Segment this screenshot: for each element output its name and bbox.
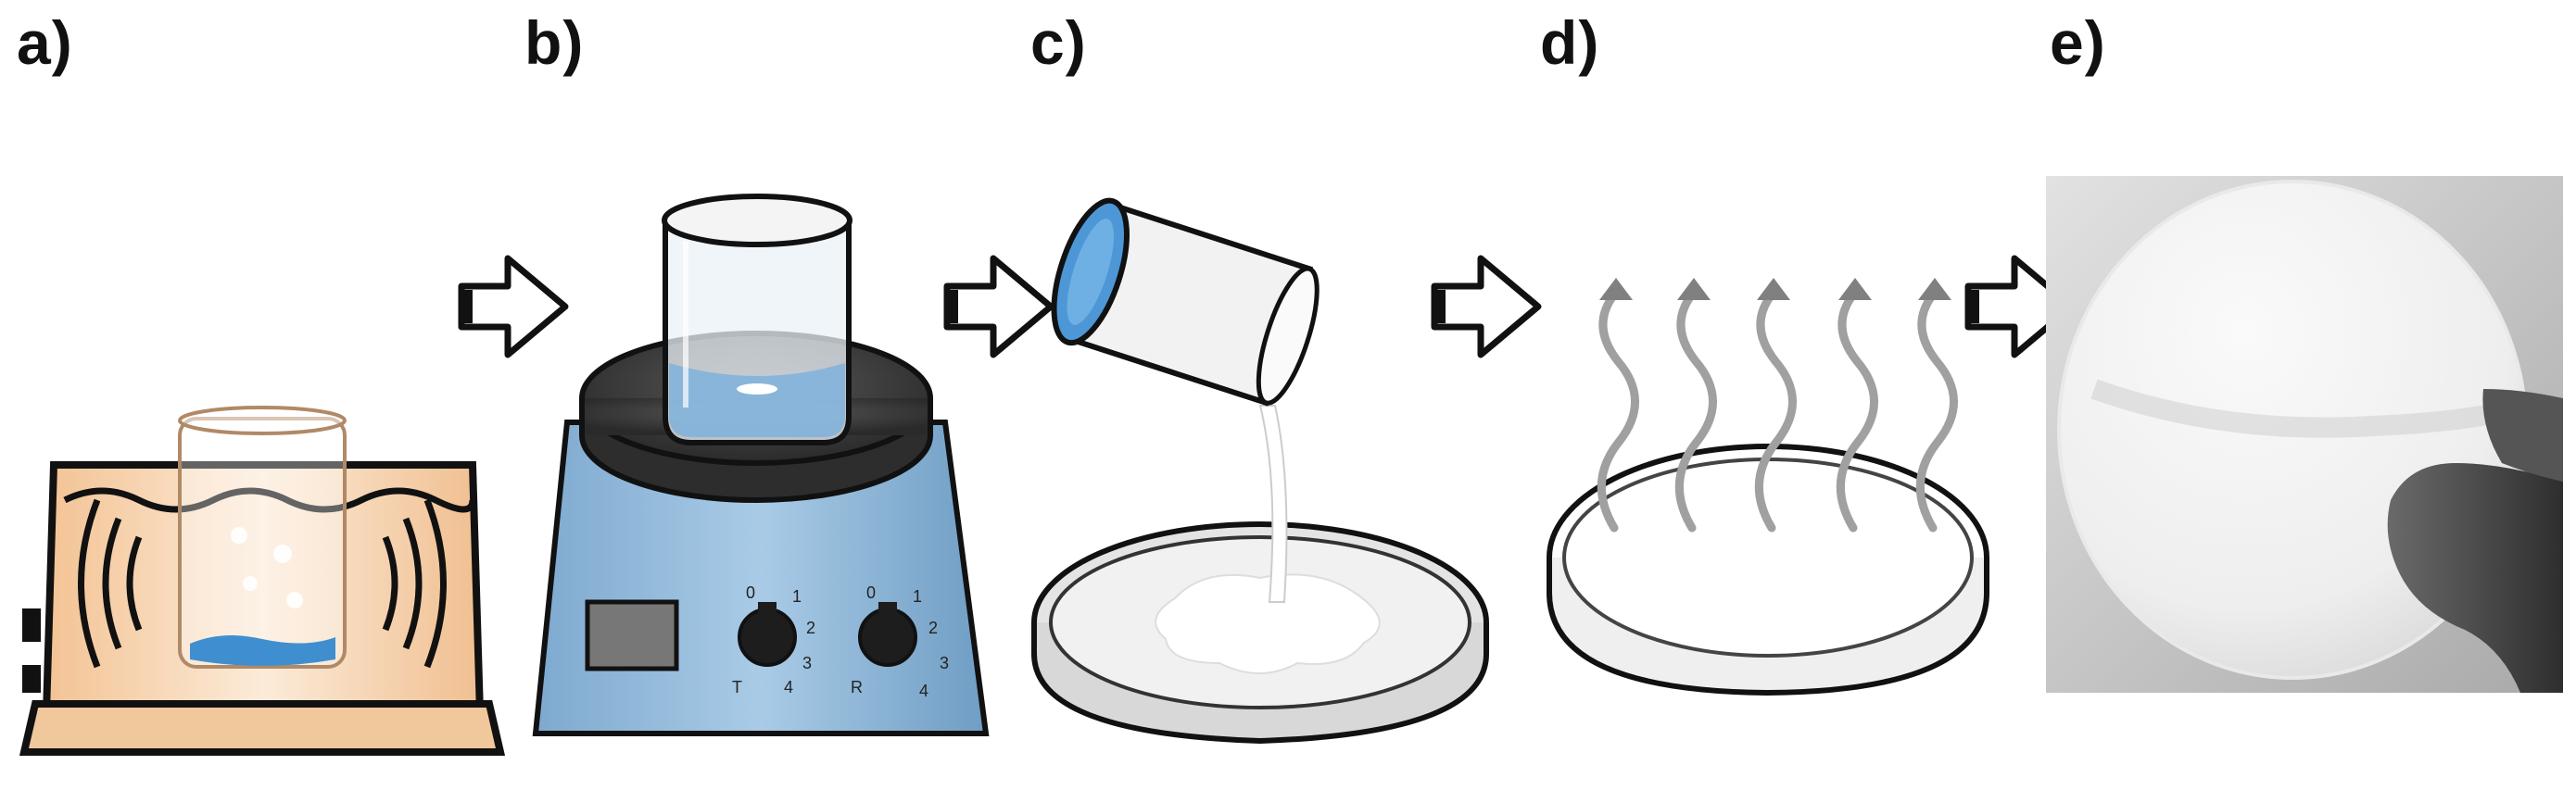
arrow-right-icon — [943, 255, 1054, 358]
ultrasonic-bath-icon — [19, 406, 506, 756]
knob-right-mark-2: 2 — [928, 619, 938, 637]
panel-label-a: a) — [17, 8, 73, 77]
knob-right-mark-1: 1 — [913, 587, 922, 606]
knob-left-mark-t: T — [732, 678, 742, 696]
arrow-right-icon — [1964, 255, 2076, 358]
knob-right-mark-4: 4 — [919, 682, 928, 700]
knob-left-mark-2: 2 — [806, 619, 815, 637]
pouring-beaker-icon — [1031, 197, 1489, 745]
arrow-right-icon — [458, 255, 569, 358]
knob-left-mark-0: 0 — [746, 583, 755, 602]
panel-label-d: d) — [1540, 8, 1600, 77]
panel-label-e: e) — [2050, 8, 2106, 77]
magnetic-stirrer-icon: 0 1 2 3 4 T 0 1 2 3 4 R — [532, 194, 990, 736]
knob-right-mark-r: R — [851, 678, 863, 696]
panel-label-b: b) — [524, 8, 585, 77]
panel-label-c: c) — [1030, 8, 1087, 77]
knob-left-mark-1: 1 — [792, 587, 802, 606]
knob-left-mark-4: 4 — [784, 678, 793, 696]
knob-right-mark-3: 3 — [940, 654, 949, 672]
knob-right-mark-0: 0 — [866, 583, 876, 602]
knob-left-mark-3: 3 — [802, 654, 812, 672]
membrane-photo — [2046, 176, 2563, 693]
evaporation-dish-icon — [1547, 278, 1989, 696]
arrow-right-icon — [1431, 255, 1542, 358]
